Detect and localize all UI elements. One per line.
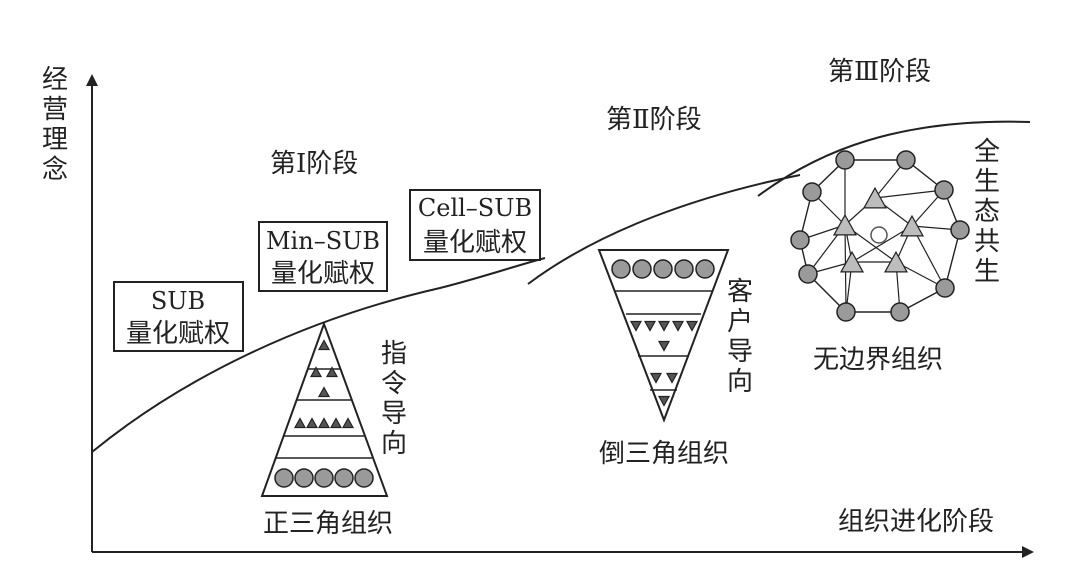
member-triangle [665,372,679,384]
member-triangle [657,340,671,352]
boundaryless-side-label-char: 全 [974,137,1000,167]
stage3-curve [757,120,1031,197]
inverted-side-label-char: 向 [727,367,753,397]
network-triangle-node [862,186,888,209]
network-link [874,189,945,199]
network-node [896,150,916,170]
upright-triangle-base-nodes [274,468,374,488]
inverted-triangle-top-nodes [611,259,715,279]
member-triangle [671,320,685,332]
sub-box-subtitle: 量化赋权 [126,319,230,349]
sub-box-title: SUB [151,287,205,315]
y-axis-label-char: 经 [42,65,68,95]
upright-side-label-char: 导 [381,399,407,429]
inverted-side-label-char: 客 [727,277,753,307]
member-triangle [309,366,323,378]
member-triangle [657,395,671,407]
upright-triangle-org [260,321,389,497]
boundaryless-side-label-char: 生 [974,257,1000,287]
sub-box: SUB 量化赋权 [113,281,244,352]
member-node [653,259,673,279]
upright-org-caption: 正三角组织 [263,509,393,539]
upright-side-label-char: 令 [381,369,407,399]
upright-side-label-char: 指 [381,339,407,369]
member-triangle [657,320,671,332]
cell-sub-box: Cell–SUB 量化赋权 [409,189,541,261]
network-center-node [870,226,888,244]
stage3-label: 第Ⅲ阶段 [828,57,931,87]
member-triangle [317,386,331,398]
network-node [835,150,855,170]
member-triangle [341,417,355,429]
boundaryless-network [790,150,970,322]
inverted-triangle-members [629,320,699,407]
member-node [294,468,314,488]
member-node [274,468,294,488]
member-triangle [293,417,307,429]
stage2-label: 第Ⅱ阶段 [606,105,702,135]
member-node [314,468,334,488]
stage2-curve [527,174,801,285]
cell-sub-box-title: Cell–SUB [418,194,532,222]
member-triangle [649,372,663,384]
upright-triangle-members [293,339,355,429]
boundaryless-side-label-char: 态 [974,197,1000,227]
member-triangle [685,320,699,332]
network-node [934,180,954,200]
y-axis-label-char: 营 [42,95,68,125]
network-node [935,278,955,298]
member-triangle [629,320,643,332]
inverted-org-caption: 倒三角组织 [599,439,729,469]
boundaryless-side-label: 全 生 态 共 生 [974,137,1000,287]
member-triangle [329,417,343,429]
stage1-curve [91,257,546,453]
y-axis-label-char: 理 [42,125,68,155]
boundaryless-side-label-char: 生 [974,167,1000,197]
x-axis-label: 组织进化阶段 [838,507,994,537]
network-link [851,225,913,263]
member-node [695,259,715,279]
inverted-side-label-char: 户 [727,307,753,337]
cell-sub-box-subtitle: 量化赋权 [423,228,527,258]
y-axis-label: 经 营 理 念 [42,65,68,185]
member-triangle [305,417,319,429]
upright-side-label-char: 向 [381,429,407,459]
network-node [836,302,856,322]
member-triangle [317,339,331,351]
network-node [890,302,910,322]
min-sub-box: Min–SUB 量化赋权 [258,221,388,292]
network-node [950,220,970,240]
network-triangle-node [839,250,865,273]
upright-triangle-outline [260,321,389,497]
network-node [798,264,818,284]
member-node [354,468,374,488]
network-triangle-node [883,250,909,273]
inverted-side-label-char: 导 [727,337,753,367]
boundaryless-org-caption: 无边界组织 [813,345,943,375]
network-triangle-node [899,214,925,237]
member-node [632,259,652,279]
network-triangle-node [832,213,858,236]
inverted-triangle-outline [597,249,730,423]
y-axis-label-char: 念 [42,155,68,185]
member-triangle [643,320,657,332]
stage1-label: 第Ⅰ阶段 [270,149,358,179]
inverted-triangle-org [597,249,730,423]
inverted-side-label: 客 户 导 向 [727,277,753,397]
member-triangle [317,417,331,429]
member-triangle [325,366,339,378]
min-sub-box-subtitle: 量化赋权 [271,259,375,289]
min-sub-box-title: Min–SUB [266,227,380,255]
upright-side-label: 指 令 导 向 [381,339,407,459]
network-node [790,230,810,250]
member-node [611,259,631,279]
boundaryless-side-label-char: 共 [974,227,1000,257]
member-node [334,468,354,488]
member-node [674,259,694,279]
network-node [802,182,822,202]
